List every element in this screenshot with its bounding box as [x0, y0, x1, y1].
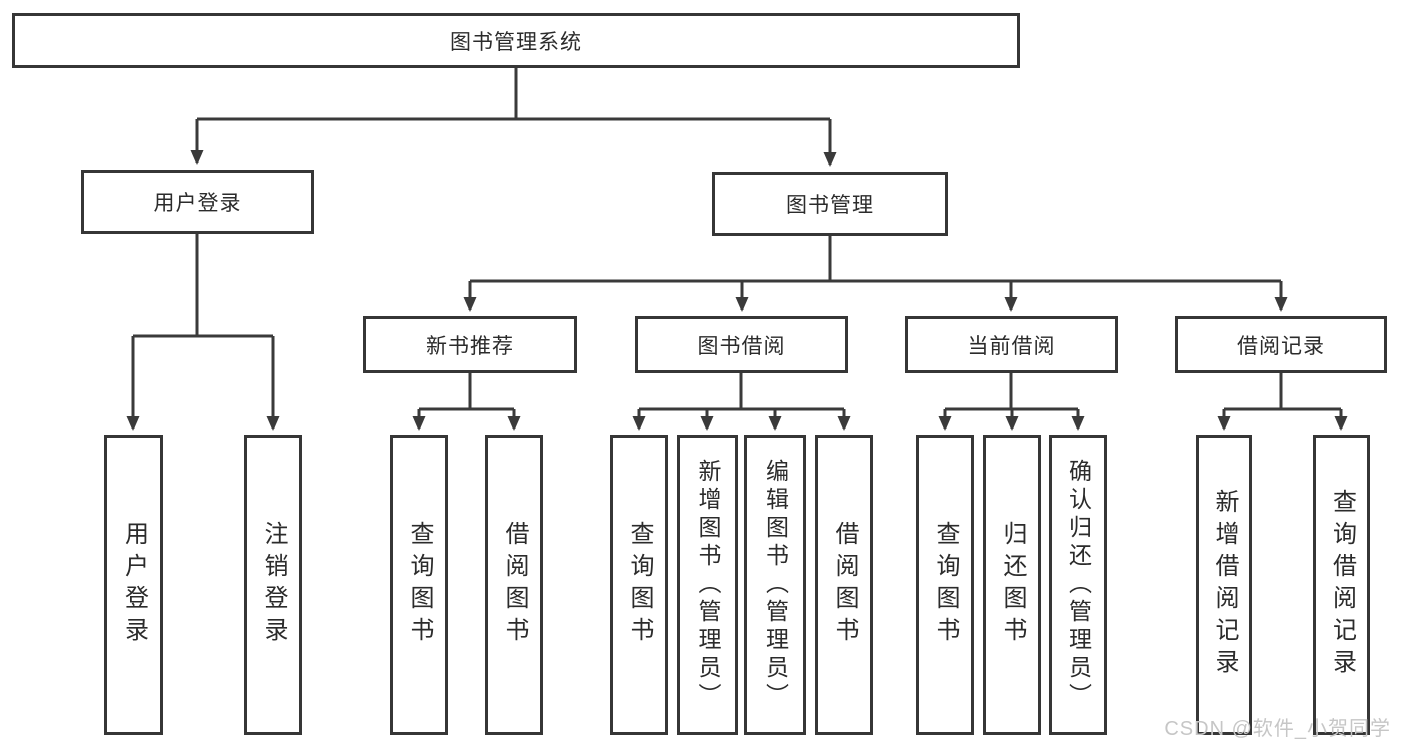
node-library-management-system: 图书管理系统 — [12, 13, 1020, 68]
node-borrowing-records: 借阅记录 — [1175, 316, 1387, 373]
leaf-borrow-books: 借阅图书 — [815, 435, 873, 735]
node-current-borrowing: 当前借阅 — [905, 316, 1118, 373]
node-book-management: 图书管理 — [712, 172, 948, 236]
node-new-book-recommendation: 新书推荐 — [363, 316, 577, 373]
leaf-query-books-borrow: 查询图书 — [610, 435, 668, 735]
leaf-query-borrow-record: 查询借阅记录 — [1313, 435, 1370, 735]
leaf-user-login: 用户登录 — [104, 435, 163, 735]
leaf-logout: 注销登录 — [244, 435, 302, 735]
leaf-return-books: 归还图书 — [983, 435, 1041, 735]
node-user-login: 用户登录 — [81, 170, 314, 234]
leaf-add-borrow-record: 新增借阅记录 — [1196, 435, 1252, 735]
leaf-confirm-return-admin: 确认归还（管理员） — [1049, 435, 1107, 735]
csdn-watermark: CSDN @软件_小贺同学 — [1164, 718, 1391, 740]
leaf-add-books-admin: 新增图书（管理员） — [677, 435, 738, 735]
leaf-edit-books-admin: 编辑图书（管理员） — [744, 435, 806, 735]
leaf-query-books-current: 查询图书 — [916, 435, 974, 735]
leaf-query-books-recommend: 查询图书 — [390, 435, 448, 735]
node-book-borrowing: 图书借阅 — [635, 316, 848, 373]
leaf-borrow-books-recommend: 借阅图书 — [485, 435, 543, 735]
